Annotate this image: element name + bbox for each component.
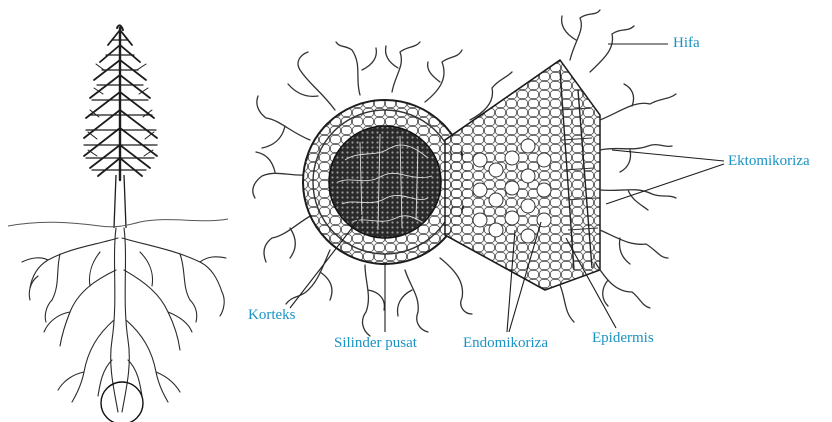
label-ektomikoriza: Ektomikoriza [728,154,810,169]
label-epidermis: Epidermis [592,331,654,346]
label-korteks: Korteks [248,308,296,323]
root-cross-section [253,10,676,336]
tree-crown [84,25,157,180]
tree-trunk [114,175,126,228]
tree-roots [22,228,226,412]
ground-line [8,219,228,227]
label-silinder-pusat: Silinder pusat [334,336,417,351]
tree-illustration [8,25,228,422]
label-hifa: Hifa [673,36,700,51]
root-tip-highlight [101,382,143,422]
label-endomikoriza: Endomikoriza [463,336,548,351]
ektomikoriza-leader-upper [612,150,724,161]
